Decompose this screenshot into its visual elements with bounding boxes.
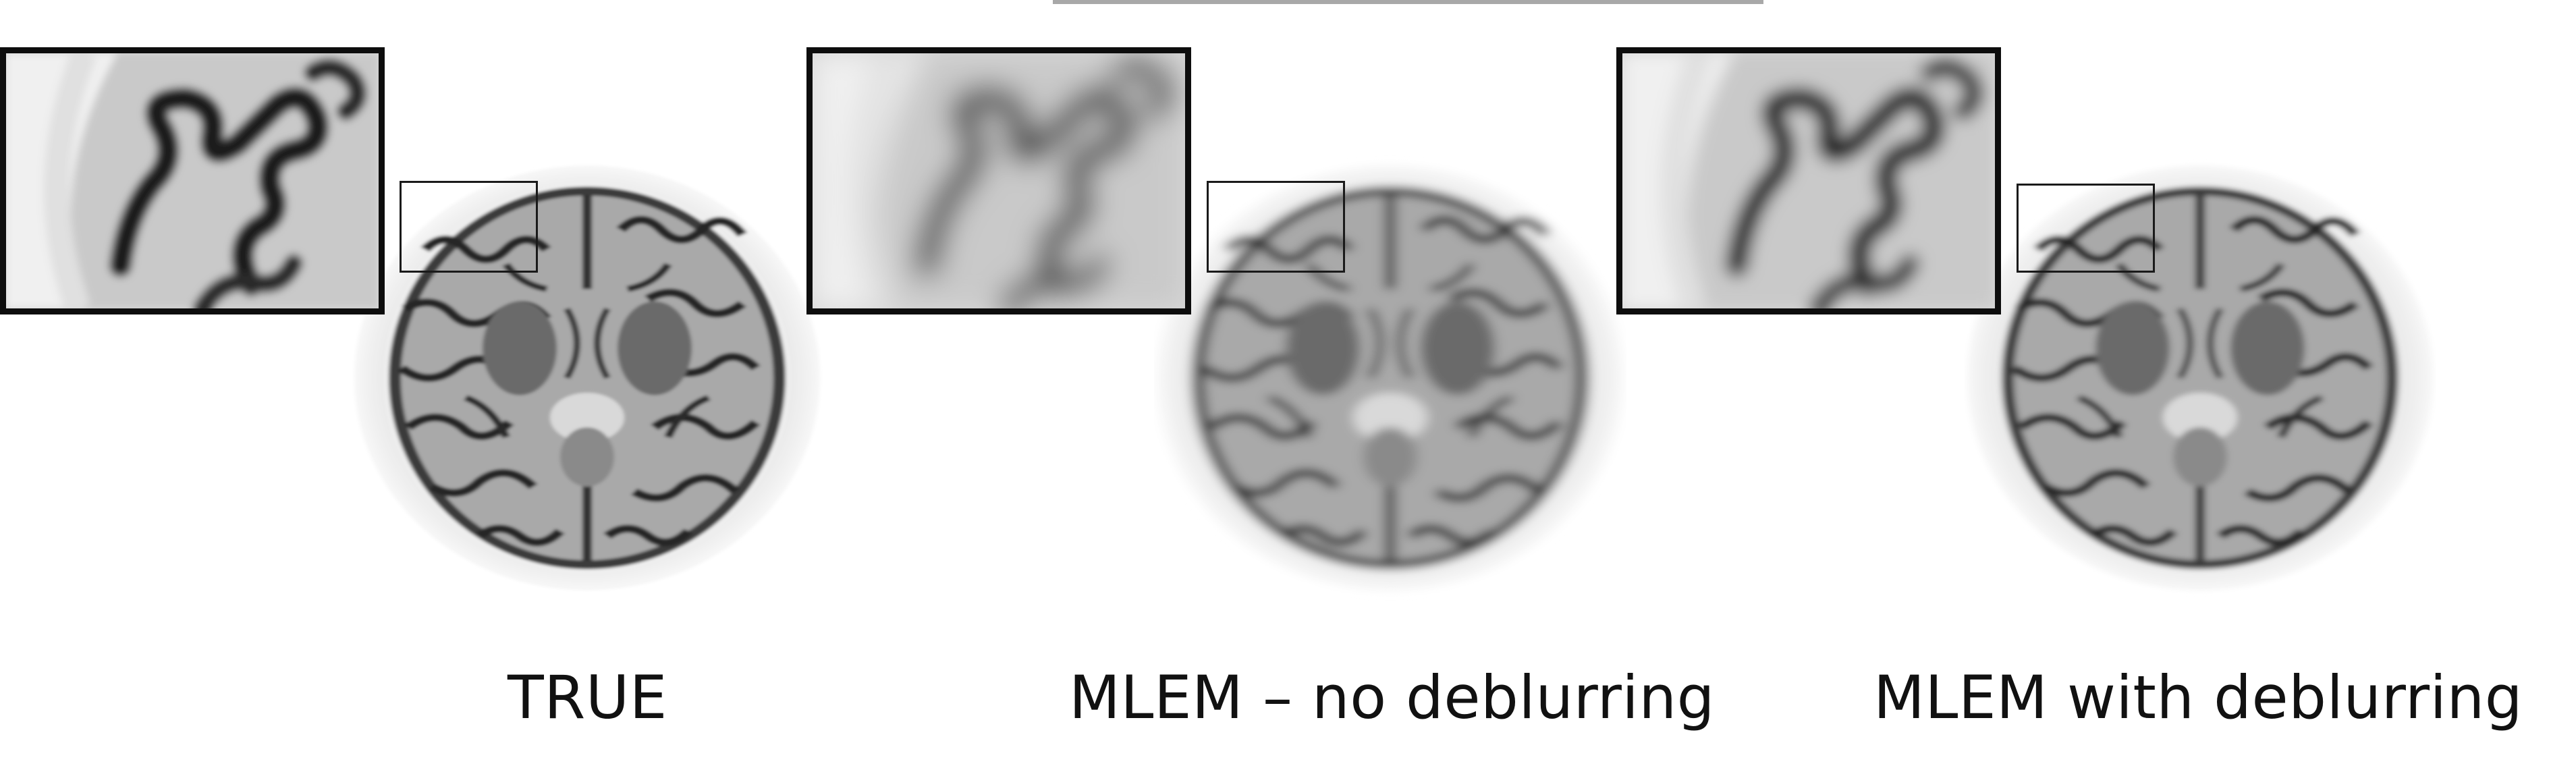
caption-mlem-with-deblurring: MLEM with deblurring [1873, 663, 2523, 732]
panel-mlem-with-deblurring: MLEM with deblurring [1613, 0, 2576, 768]
top-divider-line [1053, 0, 1763, 4]
roi-box-true [400, 181, 538, 273]
zoom-inset-mlem-with-deblurring [1616, 47, 2001, 314]
panel-mlem-no-deblurring: MLEM – no deblurring [803, 0, 1715, 768]
zoom-inset-mlem-no-deblurring [806, 47, 1191, 314]
panel-true: TRUE [0, 0, 823, 768]
zoom-inset-true [0, 47, 385, 314]
caption-mlem-no-deblurring: MLEM – no deblurring [1069, 663, 1715, 732]
caption-true: TRUE [508, 663, 667, 732]
roi-box-mlem-no-deblurring [1207, 181, 1345, 273]
roi-box-mlem-with-deblurring [2017, 184, 2155, 273]
